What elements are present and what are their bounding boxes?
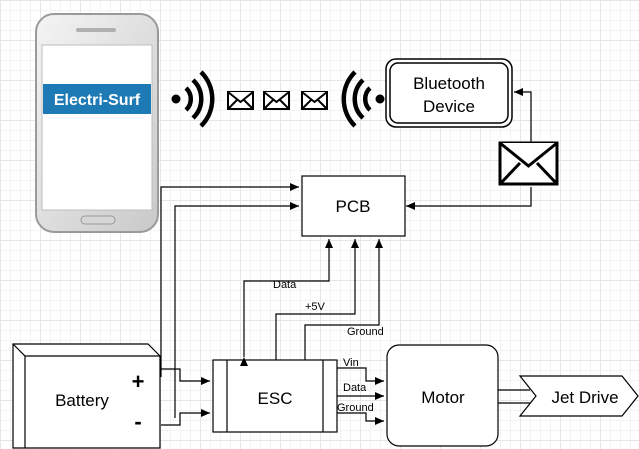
esc-data-edge-label: Data <box>343 382 367 394</box>
battery-node: Battery + - <box>12 343 161 449</box>
app-banner <box>43 84 151 114</box>
esc-node: ESC <box>212 359 338 433</box>
bluetooth-pcb-connector <box>406 88 532 210</box>
jet-drive-node: Jet Drive <box>518 375 639 417</box>
bluetooth-device-node: Bluetooth Device <box>385 58 513 128</box>
battery-pcb-connector <box>160 183 299 418</box>
pcb-node: PCB <box>301 175 406 237</box>
esc-ground-edge-label: Ground <box>337 402 374 414</box>
motor-jet-shaft <box>498 389 530 404</box>
motor-node: Motor <box>386 344 499 447</box>
esc-motor-connectors <box>337 367 384 425</box>
wifi-signal-icon <box>171 70 215 128</box>
envelope-icon <box>227 91 254 110</box>
jet-drive-label: Jet Drive <box>551 388 618 407</box>
bluetooth-label-line2: Device <box>423 97 475 116</box>
vin-edge-label: Vin <box>343 357 359 369</box>
ground-edge-label: Ground <box>347 326 384 338</box>
five-volt-edge-label: +5V <box>305 301 326 313</box>
data-edge-label: Data <box>273 279 297 291</box>
bluetooth-label-line1: Bluetooth <box>413 74 485 93</box>
esc-label: ESC <box>258 389 293 408</box>
battery-esc-connector <box>161 368 210 426</box>
pcb-label: PCB <box>336 197 371 216</box>
app-name-label: Electri-Surf <box>54 92 141 109</box>
esc-pcb-connectors <box>240 239 383 366</box>
envelope-icon <box>301 91 328 110</box>
envelope-icon <box>263 91 290 110</box>
envelope-icon <box>498 141 559 186</box>
battery-plus-label: + <box>132 369 145 394</box>
battery-label: Battery <box>55 391 109 410</box>
motor-label: Motor <box>421 388 465 407</box>
wifi-signal-icon <box>341 70 385 128</box>
battery-minus-label: - <box>134 409 141 434</box>
smartphone: Electri-Surf <box>35 13 159 233</box>
